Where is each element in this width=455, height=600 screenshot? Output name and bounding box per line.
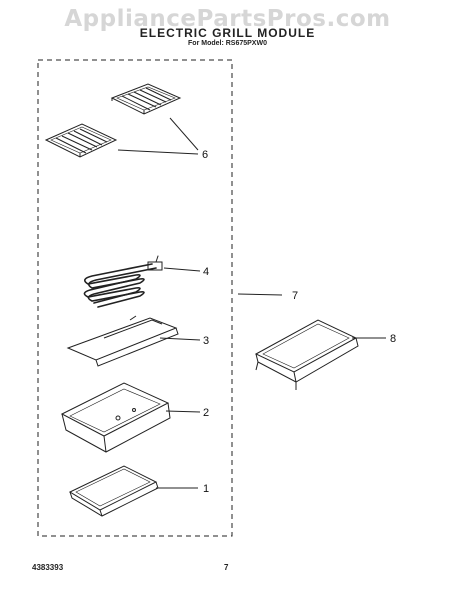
callout-2: 2 <box>203 407 209 419</box>
page-number: 7 <box>224 563 229 572</box>
grill-grate-upper <box>110 83 182 115</box>
callout-8: 8 <box>390 333 396 345</box>
page-title: ELECTRIC GRILL MODULE <box>139 26 316 40</box>
grill-grate-lower <box>44 123 118 158</box>
callout-6: 6 <box>202 149 208 161</box>
leader-line-3 <box>159 337 201 341</box>
reflector-shield <box>66 315 179 367</box>
document-part-number: 4383393 <box>32 563 64 572</box>
leader-line-4 <box>163 267 201 272</box>
leader-line-7 <box>237 293 283 296</box>
model-subtitle: For Model: RS675PXW0 <box>188 40 267 47</box>
callout-1: 1 <box>203 483 209 495</box>
storage-tray <box>254 319 359 390</box>
leader-line-6b <box>117 149 199 155</box>
leader-line-2 <box>165 410 201 413</box>
drip-tray <box>68 465 159 517</box>
assembly-boundary <box>37 59 233 537</box>
callout-7: 7 <box>292 290 298 302</box>
watermark-text: AppliancePartsPros.com <box>64 6 391 32</box>
leader-line-6a <box>169 117 199 151</box>
callout-3: 3 <box>203 335 209 347</box>
callout-4: 4 <box>203 266 209 278</box>
drip-pan <box>60 382 171 453</box>
heating-element <box>83 255 163 308</box>
